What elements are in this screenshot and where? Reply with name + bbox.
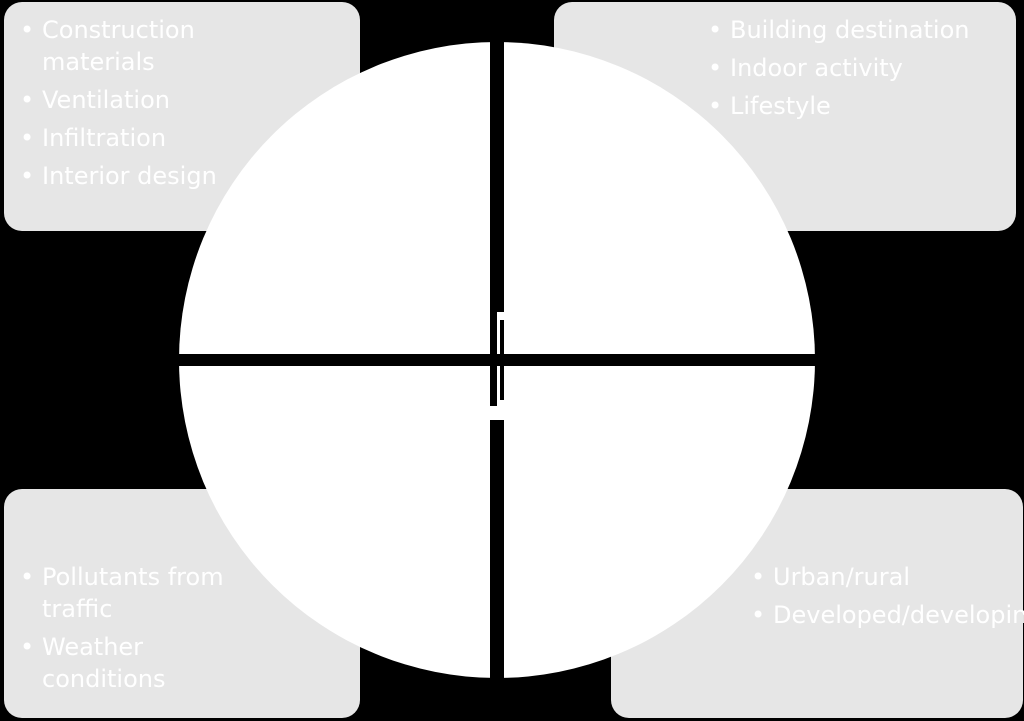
- quadrant-list-top-left: Construction materials Ventilation Infil…: [20, 14, 250, 198]
- list-item: Indoor activity: [708, 52, 1008, 84]
- list-item: Lifestyle: [708, 90, 1008, 122]
- divider-horizontal: [175, 354, 820, 366]
- quadrant-list-bottom-left: Pollutants from traffic Weather conditio…: [20, 561, 240, 701]
- divider-center-lower: [490, 366, 497, 406]
- list-item: Developed/developing: [751, 599, 1024, 631]
- list-item: Ventilation: [20, 84, 250, 116]
- list-item: Pollutants from traffic: [20, 561, 240, 625]
- list-item: Urban/rural: [751, 561, 1006, 593]
- quadrant-list-bottom-right: Urban/rural Developed/developing: [751, 561, 1024, 637]
- divider-vertical-bottom: [490, 420, 504, 682]
- list-item: Weather conditions: [20, 631, 240, 695]
- quadrant-list-top-right: Building destination Indoor activity Lif…: [708, 14, 1008, 128]
- list-item: Interior design: [20, 160, 250, 192]
- list-item: Infiltration: [20, 122, 250, 154]
- divider-vertical-top: [490, 40, 504, 312]
- divider-center-upper: [490, 296, 497, 354]
- list-item: Construction materials: [20, 14, 250, 78]
- list-item: Building destination: [708, 14, 1008, 46]
